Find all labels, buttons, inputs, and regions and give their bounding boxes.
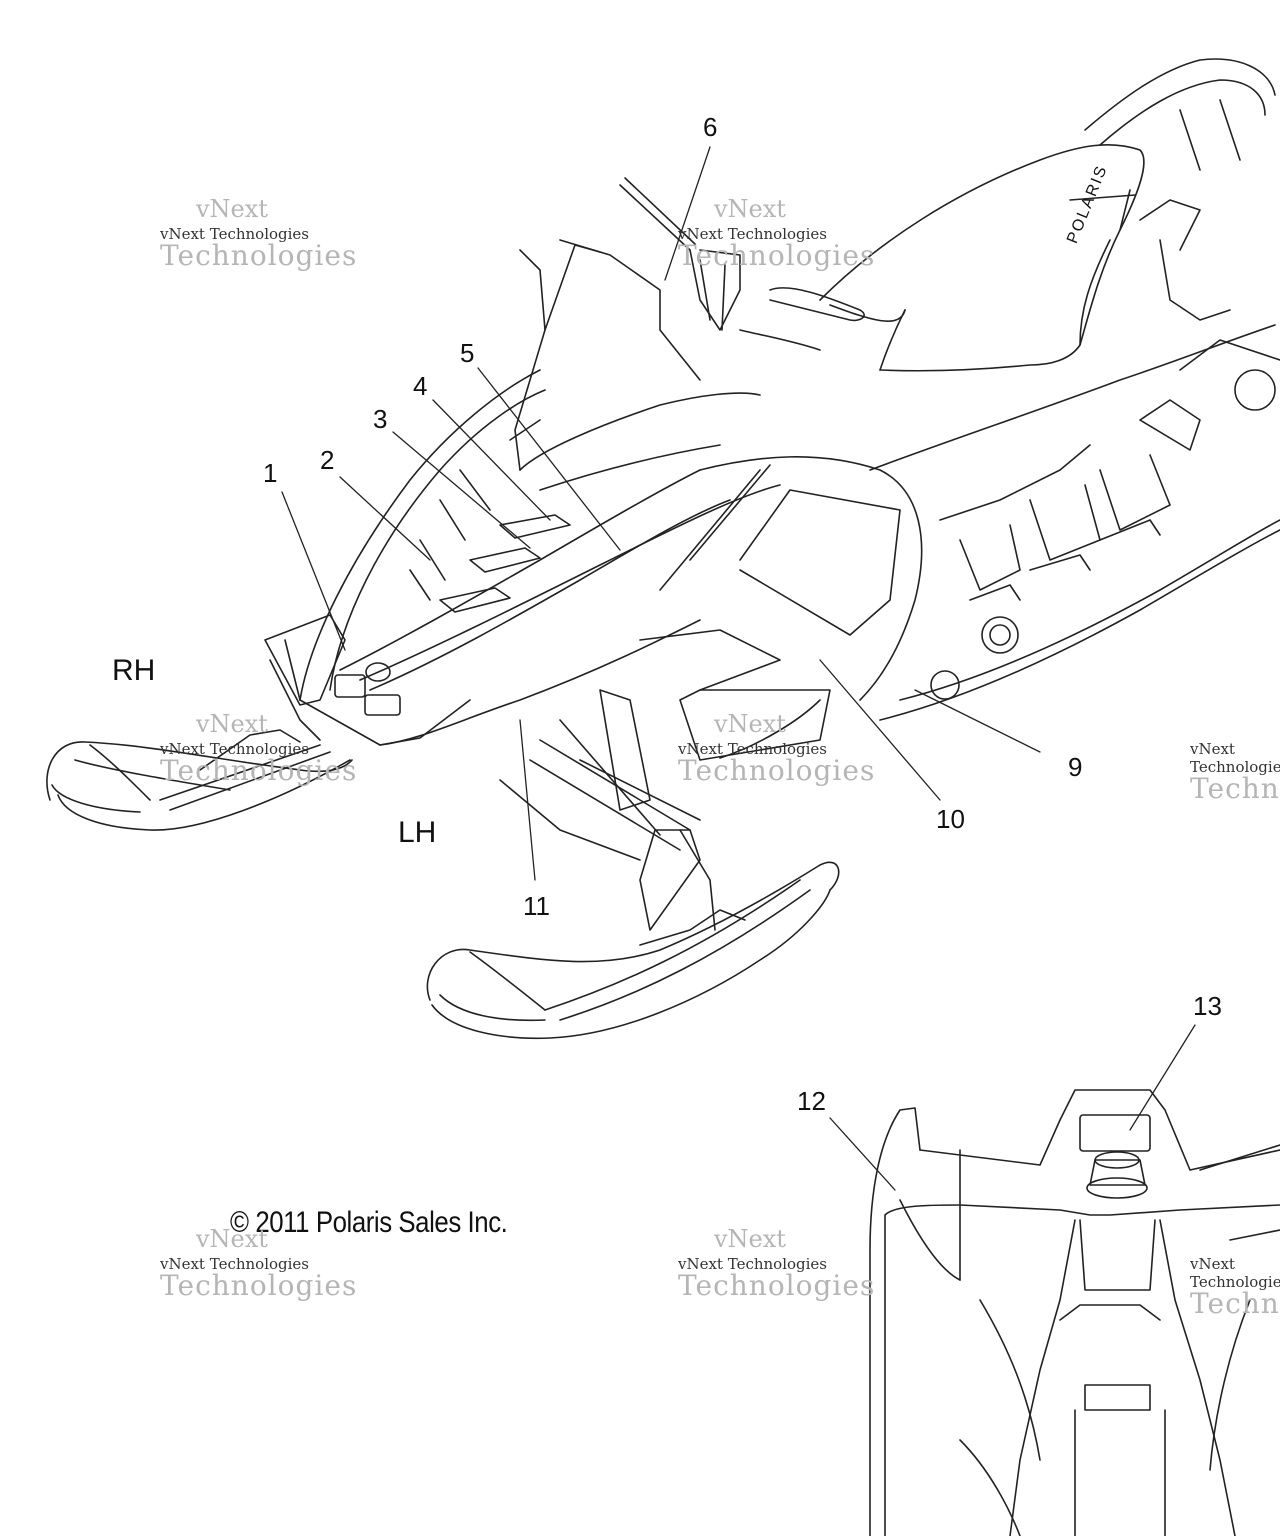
watermark: vNext vNext Technologies Technologies <box>160 1225 358 1302</box>
lh-label: LH <box>398 816 437 849</box>
watermark: vNext vNext Technologies Technologies <box>678 1225 876 1302</box>
handlebar <box>619 177 865 351</box>
callout-13: 13 <box>1193 991 1222 1021</box>
callout-6: 6 <box>703 112 718 142</box>
windshield <box>509 239 761 491</box>
callout-4: 4 <box>413 371 428 401</box>
copyright-notice: © 2011 Polaris Sales Inc. <box>230 1206 508 1239</box>
watermark: vNext vNext Technologies Technologies <box>160 710 358 787</box>
callout-10: 10 <box>936 804 965 834</box>
callout-2: 2 <box>320 445 335 475</box>
callout-1: 1 <box>263 458 278 488</box>
rear-rack <box>1084 58 1276 321</box>
callout-9: 9 <box>1068 752 1083 782</box>
lh-ski <box>426 829 840 1040</box>
front-suspension <box>499 689 701 861</box>
rh-label: RH <box>112 654 156 687</box>
callout-3: 3 <box>373 404 388 434</box>
hood <box>299 369 781 746</box>
watermark: vNext vNext Technologies Technologies <box>160 195 358 272</box>
tunnel <box>869 324 1280 721</box>
watermark: vNext vNext Technologies Technologies <box>678 195 876 272</box>
tank-inset <box>869 1089 1280 1536</box>
watermark: vNext vNext Technologies Technologies <box>678 710 876 787</box>
callout-11: 11 <box>523 891 550 921</box>
callout-12: 12 <box>797 1086 826 1116</box>
leader-lines <box>281 146 1196 1191</box>
rh-ski <box>46 614 353 831</box>
watermark: vNext Technologies Technologies <box>1190 1255 1280 1320</box>
side-panel <box>639 456 923 761</box>
watermark: vNext Technologies Technologies <box>1190 740 1280 805</box>
callout-5: 5 <box>460 338 475 368</box>
seat <box>819 144 1145 372</box>
